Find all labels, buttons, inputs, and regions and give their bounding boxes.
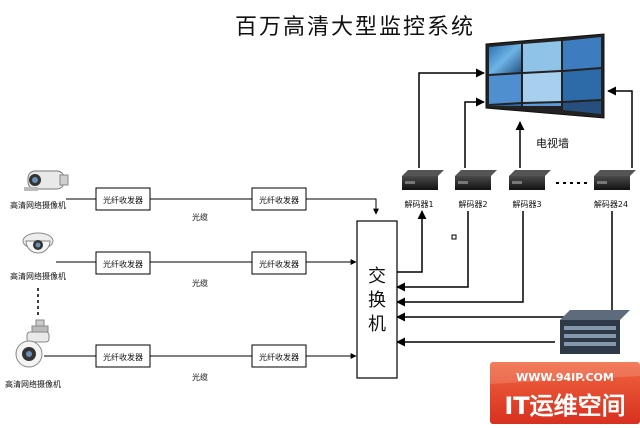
decoder-device-icon xyxy=(455,170,497,190)
small-marker xyxy=(451,234,457,240)
fiber-cable-label: 光缆 xyxy=(192,278,208,288)
uplink-arrow xyxy=(306,198,379,215)
decoder-device-icon xyxy=(509,170,551,190)
camera-label: 高清网络摄像机 xyxy=(10,200,66,210)
switch-label-char: 机 xyxy=(368,314,386,335)
decoder-label: 解码器2 xyxy=(458,199,487,209)
camera-label: 高清网络摄像机 xyxy=(5,379,61,389)
bullet-camera-icon xyxy=(24,170,69,191)
video-wall xyxy=(485,33,605,119)
dome-camera-icon xyxy=(22,232,54,254)
fiber-transceiver-label: 光纤收发器 xyxy=(103,352,143,362)
watermark-url: WWW.94IP.COM xyxy=(516,371,614,384)
watermark: WWW.94IP.COM IT运维空间 xyxy=(490,362,640,424)
fiber-transceiver-label: 光纤收发器 xyxy=(259,259,299,269)
storage-server-icon xyxy=(560,310,630,354)
decoder-label: 解码器24 xyxy=(594,199,628,209)
video-wall-screens xyxy=(489,37,601,114)
ptz-camera-icon xyxy=(15,319,50,368)
switch-label-char: 交 xyxy=(368,266,386,287)
video-wall-label: 电视墙 xyxy=(536,136,569,150)
fiber-cable-label: 光缆 xyxy=(192,212,208,222)
watermark-brand: IT运维空间 xyxy=(504,392,625,420)
decoder-link xyxy=(397,210,427,273)
camera-label: 高清网络摄像机 xyxy=(10,271,66,281)
page-title: 百万高清大型监控系统 xyxy=(235,15,475,40)
wall-feed-arrow xyxy=(418,68,485,168)
network-switch xyxy=(356,220,398,379)
decoder-device-icon xyxy=(594,170,636,190)
decoder-device-icon xyxy=(402,170,444,190)
decoder-label: 解码器1 xyxy=(404,199,433,209)
switch-label-char: 换 xyxy=(368,290,386,311)
fiber-transceiver-box xyxy=(95,251,151,275)
decoder-link xyxy=(396,211,469,292)
wall-feed-arrow xyxy=(607,86,633,168)
wall-feed-arrow xyxy=(464,97,485,168)
decoder-link xyxy=(396,211,613,322)
fiber-transceiver-box xyxy=(251,251,307,275)
fiber-transceiver-label: 光纤收发器 xyxy=(259,195,299,205)
fiber-transceiver-label: 光纤收发器 xyxy=(103,195,143,205)
decoder-link xyxy=(396,211,524,307)
decoder-label: 解码器3 xyxy=(512,199,541,209)
fiber-transceiver-label: 光纤收发器 xyxy=(259,352,299,362)
fiber-cable-label: 光缆 xyxy=(192,372,208,382)
fiber-transceiver-label: 光纤收发器 xyxy=(103,259,143,269)
